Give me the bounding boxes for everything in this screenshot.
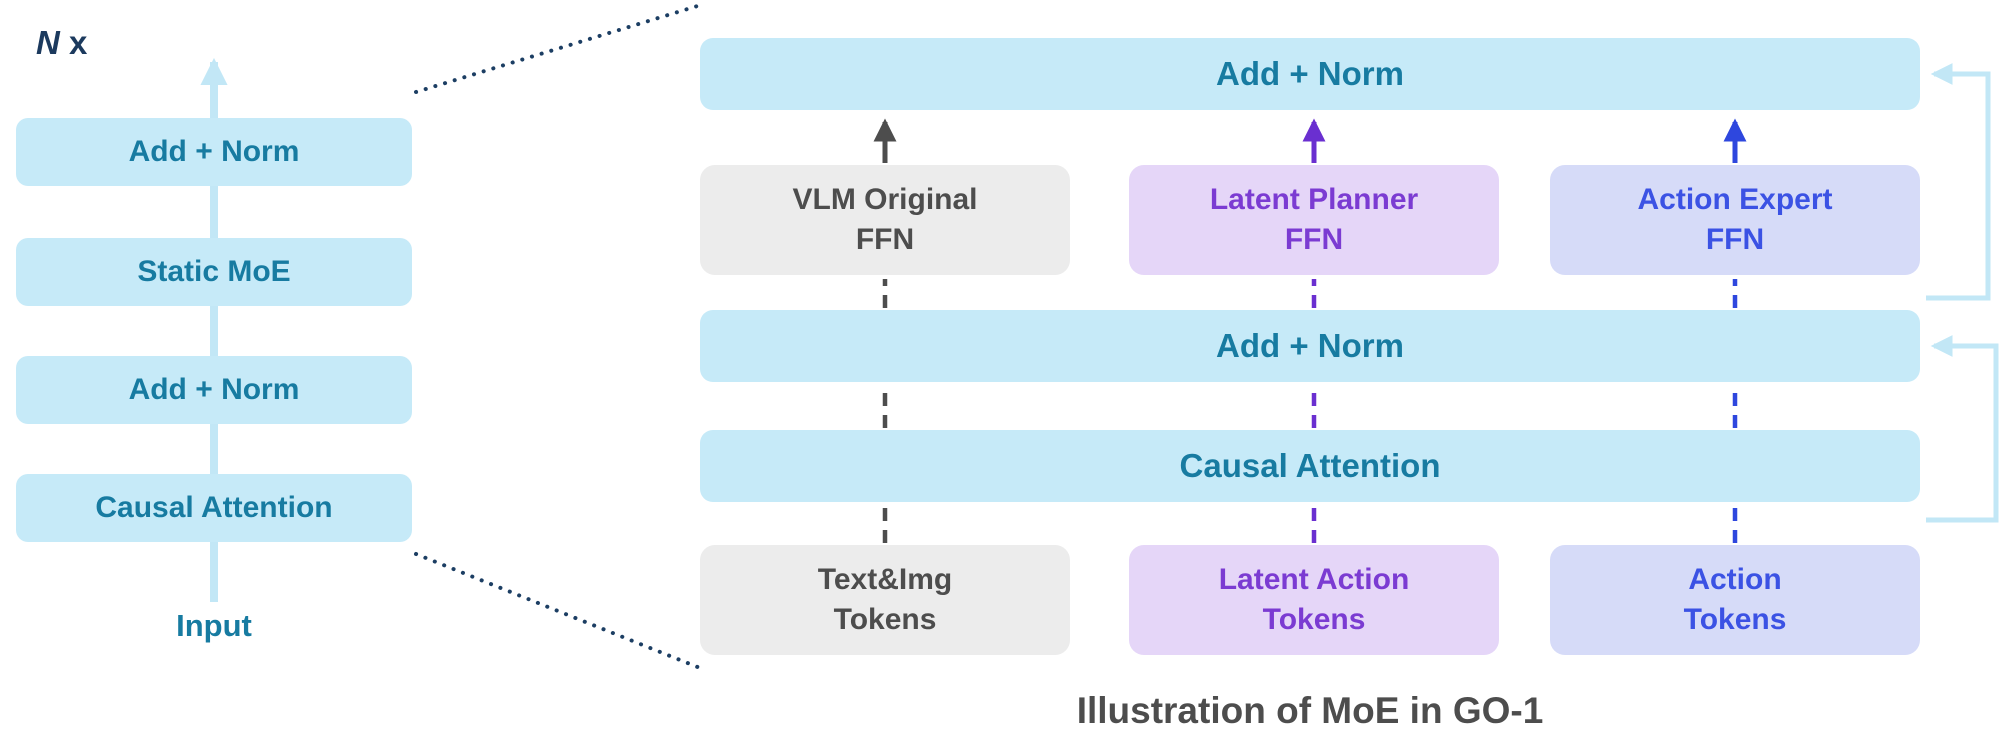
top-add-norm-bar: Add + Norm: [700, 38, 1920, 110]
left-add-norm-bottom-box: Add + Norm: [16, 356, 412, 424]
latent-planner-ffn-label-line2: FFN: [1284, 223, 1344, 256]
left-add-norm-top-box: Add + Norm: [16, 118, 412, 186]
repeat-count-label: N x: [36, 24, 87, 62]
text-img-tokens-label-line2: Tokens: [833, 603, 937, 636]
latent-planner-ffn-box: Latent Planner FFN: [1129, 165, 1499, 275]
repeat-count-x: x: [59, 24, 88, 61]
input-label: Input: [176, 608, 252, 643]
action-tokens-box: Action Tokens: [1550, 545, 1920, 655]
zoom-guide-bottom-dotted-line: [414, 552, 702, 670]
ffn-residual-skip-connection: [1926, 62, 1991, 301]
action-tokens-label-line1: Action: [1688, 563, 1782, 597]
left-static-moe-box: Static MoE: [16, 238, 412, 306]
vlm-original-ffn-label-line2: FFN: [855, 223, 915, 256]
causal-attention-bar: Causal Attention: [700, 430, 1920, 502]
left-causal-attention-box: Causal Attention: [16, 474, 412, 542]
latent-action-tokens-label-line2: Tokens: [1262, 603, 1366, 636]
latent-action-tokens-box: Latent Action Tokens: [1129, 545, 1499, 655]
latent-action-tokens-label-line1: Latent Action: [1218, 563, 1410, 597]
action-tokens-label-line2: Tokens: [1683, 603, 1787, 636]
repeat-count-n: N: [36, 24, 60, 61]
attention-residual-skip-connection: [1926, 334, 1999, 523]
figure-caption: Illustration of MoE in GO-1: [1076, 690, 1544, 731]
action-expert-ffn-box: Action Expert FFN: [1550, 165, 1920, 275]
action-expert-ffn-label-line1: Action Expert: [1637, 183, 1833, 217]
vlm-original-ffn-label-line1: VLM Original: [792, 183, 978, 217]
text-img-tokens-box: Text&Img Tokens: [700, 545, 1070, 655]
latent-planner-ffn-label-line1: Latent Planner: [1209, 183, 1419, 217]
action-expert-ffn-label-line2: FFN: [1705, 223, 1765, 256]
mid-add-norm-bar: Add + Norm: [700, 310, 1920, 382]
zoom-guide-top-dotted-line: [414, 2, 706, 94]
vlm-original-ffn-box: VLM Original FFN: [700, 165, 1070, 275]
text-img-tokens-label-line1: Text&Img: [817, 563, 953, 597]
